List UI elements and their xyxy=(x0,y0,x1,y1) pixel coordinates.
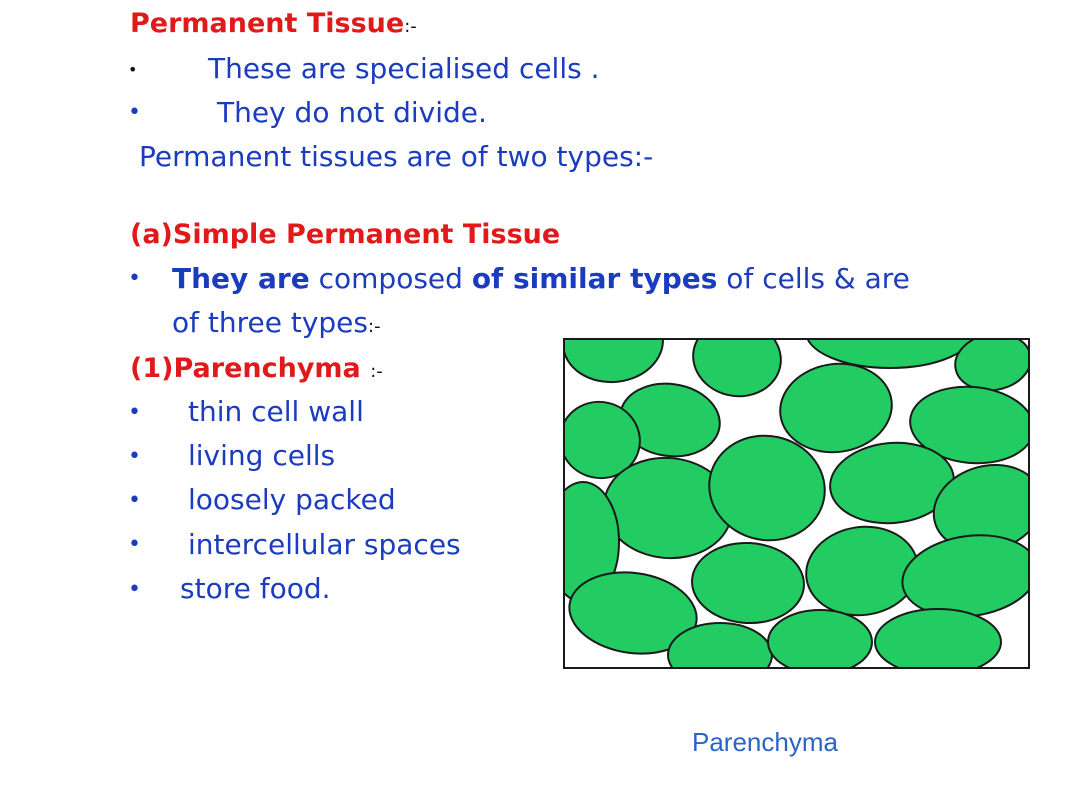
parenchyma-point: intercellular spaces xyxy=(188,528,461,561)
bullet-dot: • xyxy=(128,532,141,557)
intro-bullet-1: These are specialised cells . xyxy=(208,52,600,85)
parenchyma-heading-text: (1)Parenchyma xyxy=(130,353,361,384)
bullet-dot: • xyxy=(128,100,141,125)
parenchyma-cell xyxy=(767,609,873,667)
simple-desc-bold-2: of similar types xyxy=(471,262,718,295)
section-title: Permanent Tissue:- xyxy=(130,10,417,37)
parenchyma-cell xyxy=(692,340,782,398)
parenchyma-cell xyxy=(909,385,1028,465)
parenchyma-cell xyxy=(779,362,893,454)
bullet-dot: • xyxy=(128,400,141,425)
parenchyma-cell xyxy=(691,541,805,625)
parenchyma-cell xyxy=(565,400,641,480)
parenchyma-diagram xyxy=(563,338,1030,669)
parenchyma-cell xyxy=(708,434,826,542)
simple-desc-line-1: They are composed of similar types of ce… xyxy=(172,265,910,293)
simple-desc-text-1: composed xyxy=(309,262,472,295)
parenchyma-point: living cells xyxy=(188,439,336,472)
bullet-dot: • xyxy=(128,577,141,602)
parenchyma-point: loosely packed xyxy=(188,483,396,516)
section-title-text: Permanent Tissue xyxy=(130,8,405,39)
parenchyma-point: thin cell wall xyxy=(188,395,364,428)
bullet-dot: • xyxy=(128,60,138,79)
parenchyma-cell xyxy=(954,340,1028,392)
parenchyma-cell xyxy=(565,340,664,384)
parenchyma-cell xyxy=(874,608,1002,667)
bullet-dot: • xyxy=(128,488,141,513)
parenchyma-cell xyxy=(806,340,974,369)
figure-caption: Parenchyma xyxy=(692,727,838,757)
parenchyma-point: store food. xyxy=(180,572,331,605)
intro-bullet-2: They do not divide. xyxy=(217,96,487,129)
intro-line: Permanent tissues are of two types:- xyxy=(139,140,654,173)
parenchyma-heading-suffix: :- xyxy=(370,361,383,382)
simple-desc-line-2-suffix: :- xyxy=(368,316,381,337)
parenchyma-cell xyxy=(568,571,698,655)
bullet-dot: • xyxy=(128,266,141,291)
simple-desc-line-2-text: of three types xyxy=(172,306,368,339)
parenchyma-heading: (1)Parenchyma :- xyxy=(130,355,383,382)
section-title-suffix: :- xyxy=(404,16,417,37)
simple-heading: (a)Simple Permanent Tissue xyxy=(130,219,561,250)
parenchyma-cells-svg xyxy=(565,340,1028,667)
bullet-dot: • xyxy=(128,444,141,469)
simple-desc-line-2: of three types:- xyxy=(172,309,381,337)
simple-desc-text-2: of cells & are xyxy=(717,262,910,295)
simple-desc-bold-1: They are xyxy=(172,262,310,295)
